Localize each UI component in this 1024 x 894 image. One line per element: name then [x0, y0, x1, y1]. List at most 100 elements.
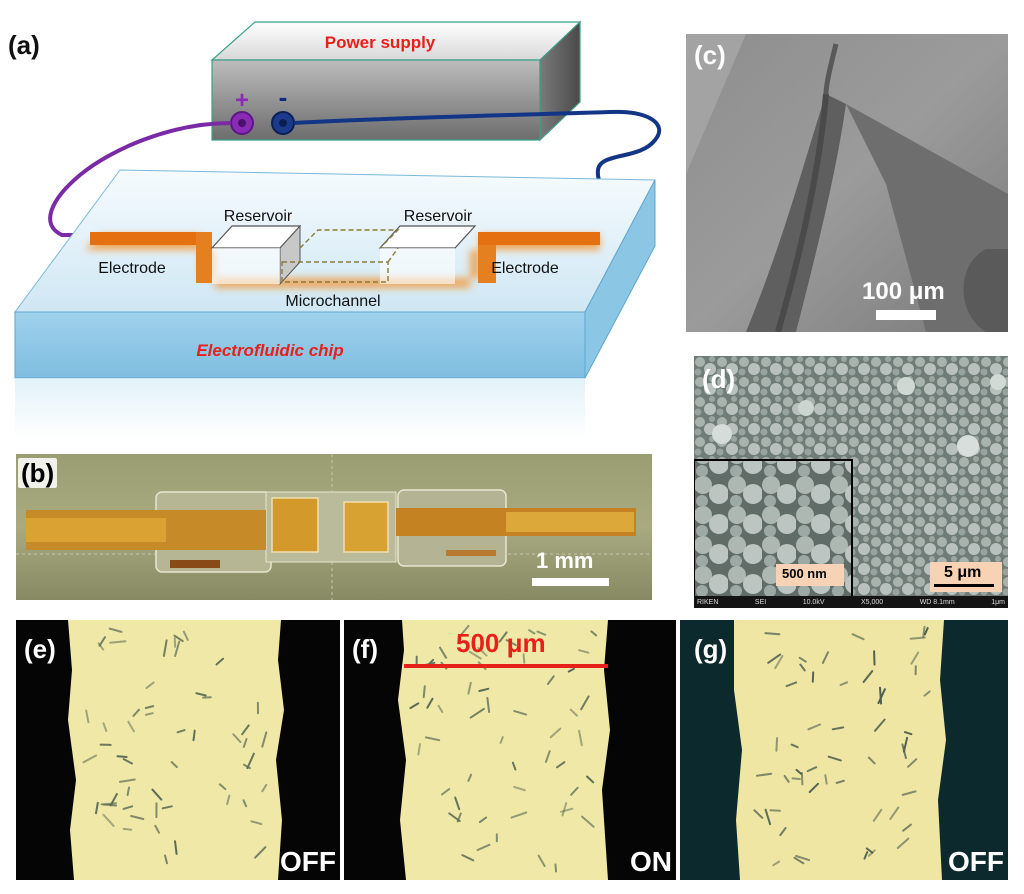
scale-bar-f: [404, 664, 608, 668]
particle: [232, 733, 242, 743]
microchannel-outline: [281, 229, 400, 283]
particle: [145, 681, 155, 689]
particle: [536, 630, 547, 636]
particle: [561, 802, 568, 817]
particle: [764, 632, 781, 636]
particle: [254, 846, 267, 859]
sem-footer-item: WD 8.1mm: [919, 598, 955, 606]
particle: [821, 651, 829, 664]
state-label-f: ON: [630, 846, 672, 877]
panel-b: (b) 1 mm: [16, 454, 652, 600]
particle: [877, 688, 886, 705]
particle: [476, 843, 491, 851]
sem-footer: RIKEN SEI 10.0kV X5,000 WD 8.1mm 1μm: [694, 596, 1008, 608]
particle: [775, 737, 779, 752]
particle: [242, 799, 248, 808]
particle: [95, 801, 99, 815]
particle: [161, 805, 173, 810]
particle: [578, 729, 583, 747]
panel-c: (c) 100 μm: [686, 34, 1008, 332]
particle: [783, 774, 790, 783]
state-label-e: OFF: [280, 846, 336, 877]
sem-footer-item: RIKEN: [697, 598, 719, 606]
inset-scale-box: [776, 564, 844, 586]
particle: [785, 681, 798, 688]
sem-footer-item: X5,000: [861, 598, 884, 606]
particle: [170, 761, 178, 769]
particle: [827, 755, 842, 762]
particle: [82, 754, 98, 764]
particle: [162, 639, 168, 657]
particle: [215, 657, 224, 666]
panel-b-letter: (b): [18, 458, 58, 488]
particle: [795, 768, 802, 775]
scale-label-d: 5 μm: [944, 564, 982, 581]
particle: [173, 634, 184, 643]
particle: [122, 758, 133, 765]
particle: [486, 696, 491, 713]
particle: [127, 720, 135, 733]
panel-c-letter: (c): [694, 40, 726, 70]
particle: [102, 813, 115, 827]
particle: [218, 783, 227, 791]
particle: [800, 771, 804, 786]
particle: [103, 802, 117, 806]
particle: [556, 761, 566, 769]
positive-wire: [48, 121, 232, 237]
scale-label-b: 1 mm: [536, 548, 594, 573]
particle: [549, 727, 562, 739]
scale-bar-d: [934, 584, 994, 587]
particle: [174, 640, 181, 657]
particle: [839, 681, 849, 686]
particle: [522, 653, 526, 664]
particle: [108, 627, 123, 633]
particle: [554, 863, 558, 873]
electrode-left-label: Electrode: [98, 260, 166, 277]
particle: [195, 692, 207, 697]
particle: [122, 805, 134, 810]
particle: [795, 855, 811, 862]
particle: [835, 779, 845, 784]
panel-e-letter: (e): [24, 634, 56, 664]
particle: [109, 640, 127, 644]
sem-footer-item: SEI: [754, 598, 767, 606]
particle: [901, 790, 917, 796]
particle: [874, 718, 886, 732]
particle: [862, 670, 874, 683]
particle: [807, 723, 821, 731]
particle: [879, 686, 883, 705]
particle: [528, 629, 536, 635]
state-label-g: OFF: [948, 846, 1004, 877]
micrograph-e: [68, 620, 284, 880]
particle: [793, 856, 805, 865]
particle: [468, 650, 482, 660]
particle: [902, 823, 912, 832]
particle: [132, 708, 140, 717]
particle: [586, 775, 595, 784]
scale-bar-b: [532, 578, 609, 586]
panel-f: (f) 500 μm ON: [344, 620, 676, 880]
particle: [764, 808, 772, 826]
chip-photograph: [16, 454, 652, 600]
particle: [872, 808, 883, 822]
particle: [756, 772, 773, 777]
minus-sign: -: [279, 82, 288, 112]
particle: [806, 766, 818, 773]
particle: [477, 646, 488, 657]
particle: [439, 646, 448, 659]
particle: [513, 786, 526, 792]
particle: [226, 794, 231, 806]
power-supply-label: Power supply: [325, 33, 436, 52]
panel-e: (e) OFF: [16, 620, 340, 880]
particle: [865, 847, 874, 854]
micrograph-g: [734, 620, 946, 880]
particle: [130, 815, 145, 820]
particle: [97, 642, 105, 651]
panel-d: (d) 500 nm 5 μm RIKEN SEI 10.0kV X5,000 …: [694, 356, 1008, 608]
particle: [144, 705, 155, 709]
electrode-right-label: Electrode: [491, 260, 559, 277]
particle: [119, 778, 136, 783]
particle: [102, 722, 108, 732]
particle: [151, 788, 163, 801]
particle: [246, 752, 255, 770]
